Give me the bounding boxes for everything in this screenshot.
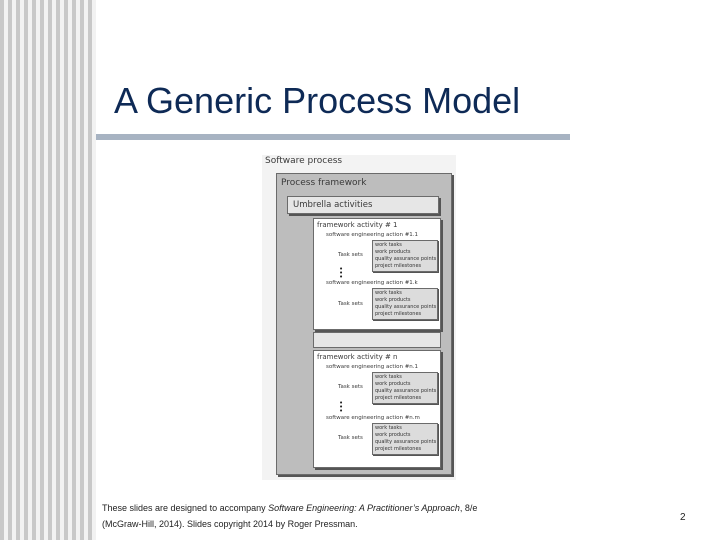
action-1-k-label: software engineering action #1.k xyxy=(326,280,418,286)
ellipsis-dots: ••• xyxy=(339,399,344,415)
task-item: work tasks xyxy=(375,425,402,431)
task-set-box: work tasks work products quality assuran… xyxy=(372,372,438,404)
framework-activity-n-title: framework activity # n xyxy=(317,353,398,361)
task-sets-label: Task sets xyxy=(338,384,363,390)
task-item: work tasks xyxy=(375,242,402,248)
footer-line-1: These slides are designed to accompany S… xyxy=(102,500,477,516)
umbrella-activities-box: Umbrella activities xyxy=(287,196,439,214)
task-item: project milestones xyxy=(375,263,422,269)
slide-title: A Generic Process Model xyxy=(114,80,521,121)
umbrella-activities-label: Umbrella activities xyxy=(293,200,373,210)
process-model-diagram: Software process Process framework Umbre… xyxy=(262,155,456,480)
decorative-side-stripes xyxy=(0,0,96,540)
task-item: project milestones xyxy=(375,395,422,401)
task-item: work products xyxy=(375,249,411,255)
task-set-box: work tasks work products quality assuran… xyxy=(372,288,438,320)
footer-book-title: Software Engineering: A Practitioner’s A… xyxy=(268,503,460,513)
action-n-1-label: software engineering action #n.1 xyxy=(326,364,419,370)
framework-activity-1-title: framework activity # 1 xyxy=(317,221,398,229)
activity-connector xyxy=(313,332,441,348)
task-item: project milestones xyxy=(375,311,422,317)
action-n-m-label: software engineering action #n.m xyxy=(326,415,420,421)
task-sets-label: Task sets xyxy=(338,252,363,258)
task-item: quality assurance points xyxy=(375,256,437,262)
action-1-1-label: software engineering action #1.1 xyxy=(326,232,419,238)
process-framework-label: Process framework xyxy=(281,178,367,188)
software-process-label: Software process xyxy=(265,156,343,166)
footer-text: These slides are designed to accompany xyxy=(102,503,269,513)
page-number: 2 xyxy=(680,512,686,523)
task-item: work products xyxy=(375,297,411,303)
framework-activity-n-box: framework activity # n software engineer… xyxy=(313,350,441,468)
task-item: work tasks xyxy=(375,290,402,296)
process-framework-box: Process framework Umbrella activities fr… xyxy=(276,173,452,475)
task-item: project milestones xyxy=(375,446,422,452)
footer-line-2: (McGraw-Hill, 2014). Slides copyright 20… xyxy=(102,519,358,529)
task-set-box: work tasks work products quality assuran… xyxy=(372,423,438,455)
task-sets-label: Task sets xyxy=(338,301,363,307)
task-item: quality assurance points xyxy=(375,304,437,310)
framework-activity-1-box: framework activity # 1 software engineer… xyxy=(313,218,441,330)
ellipsis-dots: ••• xyxy=(339,265,344,281)
slide-footer: These slides are designed to accompany S… xyxy=(102,500,477,532)
task-item: quality assurance points xyxy=(375,388,437,394)
task-set-box: work tasks work products quality assuran… xyxy=(372,240,438,272)
title-underline xyxy=(96,134,570,140)
task-item: quality assurance points xyxy=(375,439,437,445)
task-sets-label: Task sets xyxy=(338,435,363,441)
task-item: work products xyxy=(375,432,411,438)
footer-text: , 8/e xyxy=(459,503,478,513)
task-item: work tasks xyxy=(375,374,402,380)
task-item: work products xyxy=(375,381,411,387)
